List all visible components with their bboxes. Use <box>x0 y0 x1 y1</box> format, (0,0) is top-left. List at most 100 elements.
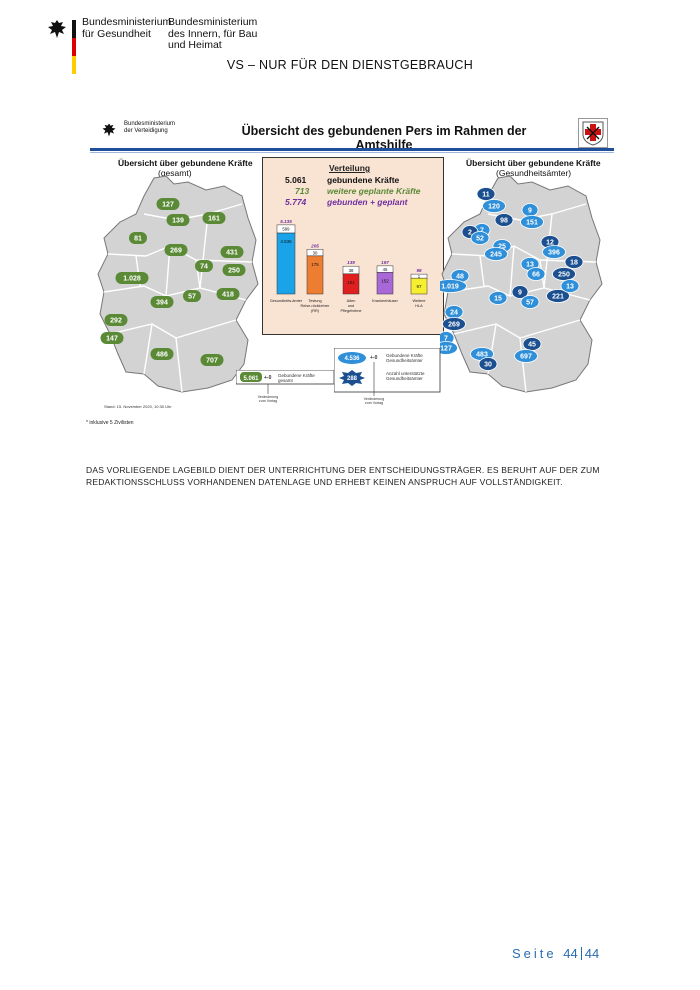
marker-badge <box>195 260 213 272</box>
marker-badge <box>220 246 244 258</box>
marker-value: 57 <box>188 294 196 301</box>
left-map-title: Übersicht über gebundene Kräfte (gesamt) <box>118 158 253 178</box>
bar-category-label: Weitere <box>412 299 425 303</box>
marker-badge <box>476 187 496 201</box>
marker-value: 269 <box>170 248 182 255</box>
marker-badge <box>150 348 174 360</box>
bar-lower-label: 152 <box>381 278 389 283</box>
legend-right-label-2b: Gesundheitsämter <box>386 376 423 381</box>
marker-value: 250 <box>228 268 240 275</box>
bar-total-label: 5.135 <box>280 219 292 224</box>
marker-badge <box>222 264 246 276</box>
marker-value: 25 <box>498 244 506 251</box>
marker-value: 431 <box>226 250 238 257</box>
bar-upper-label: 45 <box>383 267 388 272</box>
marker-value: 15 <box>494 296 502 303</box>
bar-total-label: 98 <box>416 268 422 273</box>
bar-upper <box>306 249 324 257</box>
ministry-interior-name: Bundesministerium des Innern, für Bau un… <box>168 16 258 51</box>
marker-value: 139 <box>172 218 184 225</box>
bar-category-label: und <box>348 304 354 308</box>
marker-value: 13 <box>526 262 534 269</box>
legend-left-delta: +-0 <box>264 375 272 381</box>
marker-badge <box>526 267 546 281</box>
summary-bound-value: 5.061 <box>285 175 307 185</box>
summary-bound-label: gebundene Kräfte <box>327 175 400 185</box>
marker-badge <box>560 279 580 293</box>
marker-value: 1.028 <box>123 276 141 283</box>
marker-value: 7 <box>444 336 448 343</box>
legend-right-note-2: zum Vortag <box>365 401 383 405</box>
legend-left-note-2: zum Vortag <box>259 399 277 403</box>
bar-category-label: Gesundheits-ämter <box>270 299 303 303</box>
bar-lower-label: 97 <box>416 284 422 289</box>
marker-badge <box>150 296 174 308</box>
marker-value: 292 <box>110 318 122 325</box>
bmvg-name: Bundesministerium der Verteidigung <box>124 121 176 134</box>
sanitaetsdienst-seal-icon <box>578 118 608 148</box>
bar-upper <box>376 265 394 273</box>
marker-value: 394 <box>156 300 168 307</box>
marker-badge <box>156 198 180 210</box>
briefing-slide: Bundesministerium der Verteidigung Übers… <box>86 108 618 418</box>
marker-value: 24 <box>450 310 458 317</box>
bar-upper-label: 38 <box>349 268 354 273</box>
legend-left-label-2: gesamt <box>278 378 294 383</box>
marker-badge <box>552 267 576 281</box>
marker-badge <box>129 232 147 244</box>
marker-badge <box>166 214 190 226</box>
marker-badge <box>104 314 128 326</box>
marker-badge <box>511 285 529 299</box>
legend-right-label-2a: Anzahl unterstützte <box>386 371 425 376</box>
marker-badge <box>482 199 506 213</box>
legend-right-label-1b: Gesundheitsämter <box>386 358 423 363</box>
page-separator <box>580 947 582 960</box>
right-map-title: Übersicht über gebundene Kräfte (Gesundh… <box>466 158 601 178</box>
marker-value: 120 <box>488 204 500 211</box>
marker-badge <box>183 290 201 302</box>
marker-value: 12 <box>546 240 554 247</box>
marker-badge <box>494 213 514 227</box>
marker-value: 486 <box>156 352 168 359</box>
marker-value: 245 <box>490 252 502 259</box>
marker-value: 7 <box>480 228 484 235</box>
marker-badge <box>520 295 540 309</box>
marker-value: 707 <box>206 358 218 365</box>
distribution-box: Verteilung 5.061 gebundene Kräfte 713 we… <box>262 157 444 335</box>
bar-category-label: Testung <box>308 299 321 303</box>
data-timestamp: Stand: 15. November 2020, 10:30 Uhr <box>104 404 172 409</box>
marker-badge <box>440 341 458 355</box>
marker-badge <box>520 215 544 229</box>
marker-badge <box>442 317 466 331</box>
marker-badge <box>470 231 490 245</box>
bar-upper <box>410 273 428 279</box>
summary-planned-value: 713 <box>295 186 310 196</box>
marker-value: 11 <box>482 192 490 199</box>
page-word: Seite <box>512 946 557 961</box>
marker-value: 161 <box>208 216 220 223</box>
marker-badge <box>546 289 570 303</box>
marker-value: 48 <box>456 274 464 281</box>
marker-value: 9 <box>528 208 532 215</box>
bar-category-label: Pflegeheime <box>340 309 361 313</box>
marker-badge <box>115 272 149 284</box>
marker-badge <box>488 291 508 305</box>
marker-value: 98 <box>500 218 508 225</box>
summary-total-value: 5.774 <box>285 197 307 207</box>
marker-badge <box>440 279 467 293</box>
slide-title-rule-thin <box>90 152 614 153</box>
marker-badge <box>564 255 584 269</box>
marker-value: 45 <box>528 342 536 349</box>
bar-upper <box>276 224 296 234</box>
marker-value: 396 <box>548 250 560 257</box>
bar-lower-label: 175 <box>311 262 319 267</box>
marker-badge <box>484 247 508 261</box>
marker-value: 81 <box>134 236 142 243</box>
summary-planned-label: weitere geplante Kräfte <box>327 186 421 196</box>
slide-title-rule <box>90 148 614 151</box>
bar-upper-label: 30 <box>313 250 318 255</box>
summary-total-label: gebunden + geplant <box>327 197 408 207</box>
distribution-bar-chart: 4.5365995.135Gesundheits-ämter17530205Te… <box>270 219 428 313</box>
legend-right-delta: +-0 <box>370 355 378 361</box>
